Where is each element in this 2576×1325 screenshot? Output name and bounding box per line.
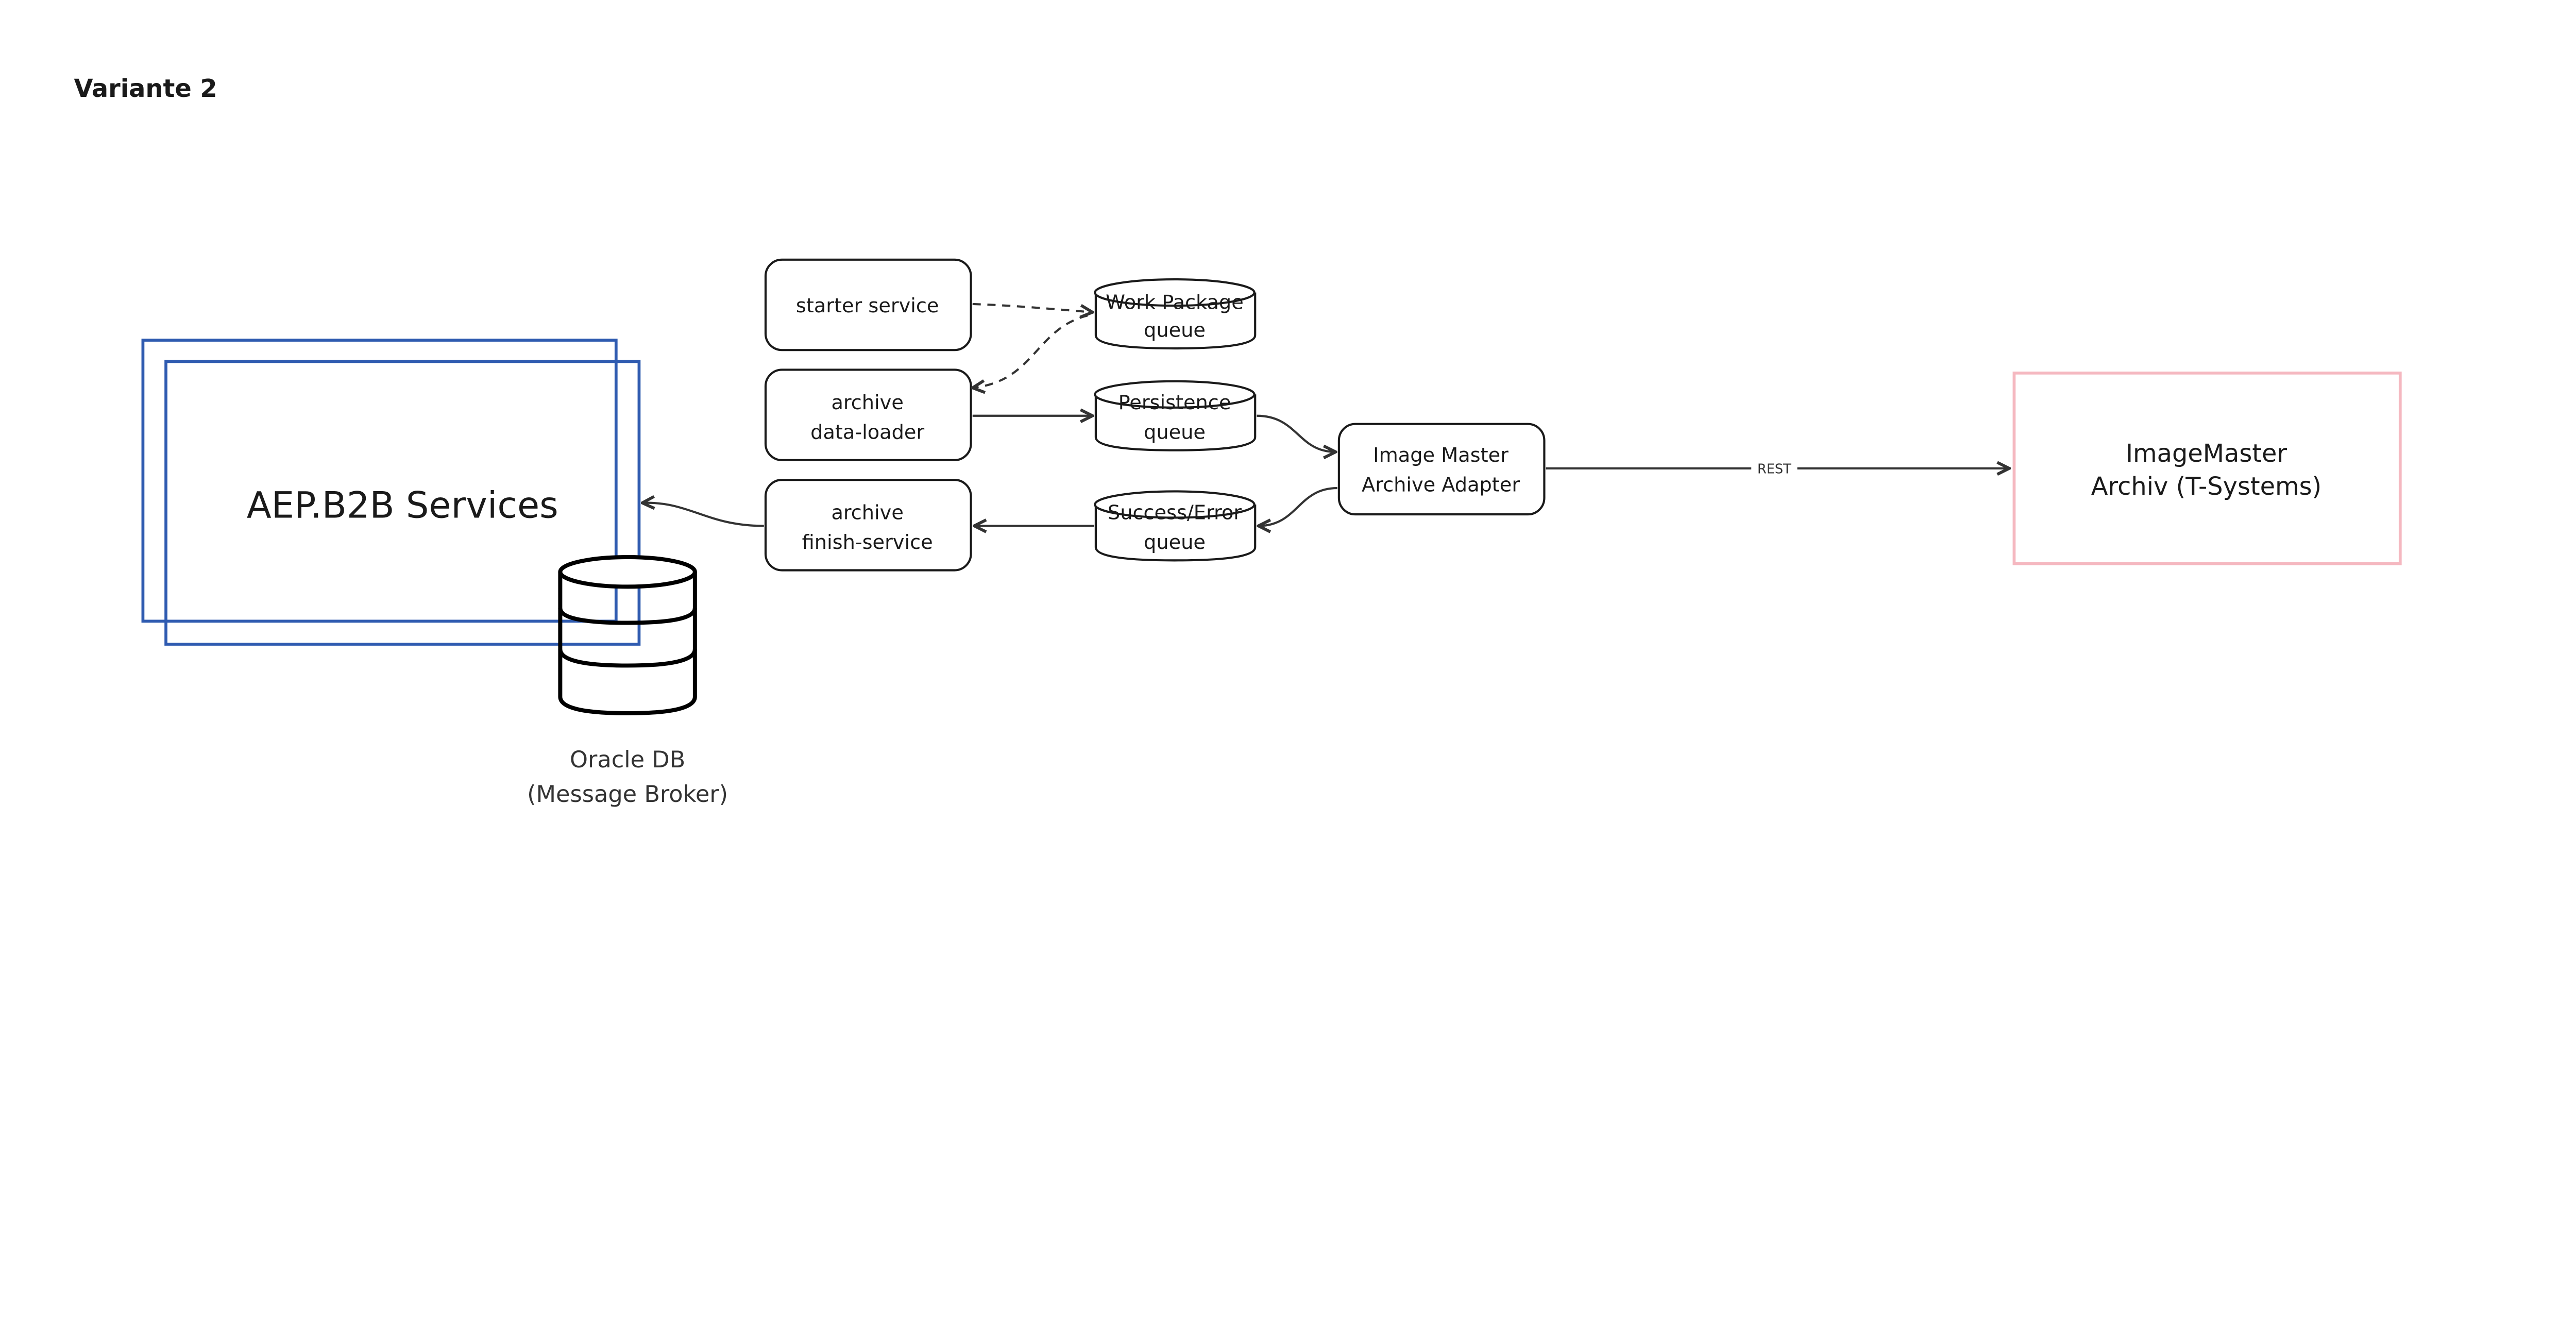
- wp-queue-label-1: Work Package: [1106, 291, 1244, 314]
- imagemaster-archive-node[interactable]: ImageMaster Archiv (T-Systems): [2012, 371, 2402, 565]
- data-loader-node[interactable]: archive data-loader: [764, 368, 972, 461]
- loader-label-2: data-loader: [810, 421, 924, 444]
- imagemaster-label-2: Archiv (T-Systems): [2091, 473, 2321, 501]
- persistence-queue[interactable]: Persistence queue: [1094, 380, 1257, 451]
- edge-persistence-to-adapter: [1257, 414, 1335, 452]
- diagram-title: Variante 2: [74, 75, 217, 103]
- finish-label-1: archive: [831, 501, 903, 525]
- adapter-label-1: Image Master: [1373, 444, 1509, 467]
- starter-label: starter service: [796, 294, 939, 317]
- persist-queue-label-2: queue: [1144, 421, 1206, 444]
- image-master-adapter-node[interactable]: Image Master Archive Adapter: [1337, 423, 1546, 516]
- imagemaster-label-1: ImageMaster: [2126, 440, 2287, 468]
- result-queue-label-2: queue: [1144, 531, 1206, 554]
- edge-finish-to-aep: [642, 503, 764, 527]
- loader-label-1: archive: [831, 391, 903, 414]
- oracle-db-sublabel: (Message Broker): [527, 781, 728, 808]
- aep-services-node[interactable]: AEP.B2B Services: [141, 339, 641, 646]
- success-error-queue[interactable]: Success/Error queue: [1094, 490, 1257, 562]
- starter-service-node[interactable]: starter service: [764, 258, 972, 351]
- aep-label: AEP.B2B Services: [247, 484, 558, 526]
- wp-queue-label-2: queue: [1144, 319, 1206, 342]
- database-icon: [558, 555, 697, 715]
- result-queue-label-1: Success/Error: [1108, 501, 1242, 525]
- work-package-queue[interactable]: Work Package queue: [1094, 278, 1257, 350]
- edge-adapter-to-result-queue: [1259, 487, 1337, 526]
- finish-label-2: finish-service: [802, 531, 933, 554]
- adapter-label-2: Archive Adapter: [1362, 473, 1520, 496]
- diagram-canvas: Variante 2 AEP.B2B Services Oracle DB (M…: [74, 75, 2402, 808]
- edge-wp-queue-to-loader: [973, 314, 1088, 388]
- rest-edge-label: REST: [1757, 461, 1791, 477]
- oracle-db-label: Oracle DB: [570, 746, 685, 773]
- finish-service-node[interactable]: archive finish-service: [764, 479, 972, 572]
- persist-queue-label-1: Persistence: [1118, 391, 1231, 414]
- edge-starter-to-wp-queue: [972, 303, 1093, 312]
